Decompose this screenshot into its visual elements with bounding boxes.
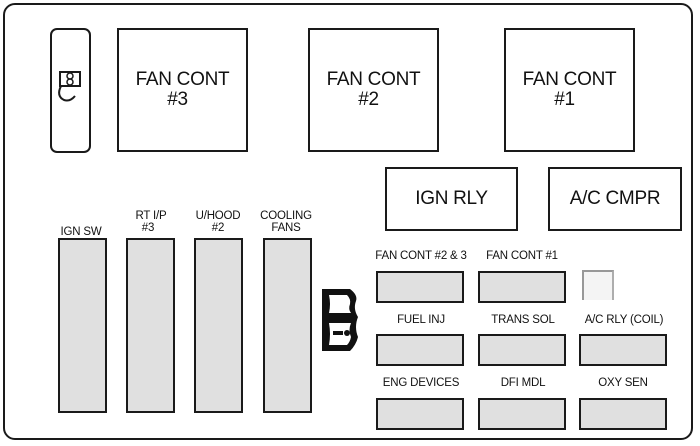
fuse-label-ign-sw: IGN SW (52, 226, 110, 238)
fuse-label-rt-ip-3: RT I/P #3 (122, 210, 180, 234)
relay-fan-cont-2: FAN CONT #2 (308, 28, 439, 152)
mini-label-ac-rly-coil: A/C RLY (COIL) (584, 314, 664, 326)
mini-fuse-ac-rly-coil (579, 334, 667, 366)
fuse-puller (50, 28, 91, 153)
fuse-label-line: #2 (211, 222, 225, 234)
mini-fuse-oxy-sen (579, 398, 667, 430)
fuse-label-line: U/HOOD (195, 210, 241, 222)
fuse-symbol-icon (322, 289, 358, 351)
relay-label-line2: #3 (167, 89, 188, 110)
mini-label-eng-devices: ENG DEVICES (382, 377, 460, 389)
mini-fuse-empty-slot (582, 270, 614, 300)
relay-label-line2: #1 (554, 89, 575, 110)
fuse-label-cooling-fans: COOLING FANS (255, 210, 317, 234)
relay-label: IGN RLY (415, 188, 488, 209)
mini-fuse-fan-cont-1 (478, 271, 566, 303)
mini-fuse-eng-devices (376, 398, 464, 430)
relay-label: A/C CMPR (569, 188, 661, 209)
fuse-label-u-hood-2: U/HOOD #2 (188, 210, 248, 234)
relay-fan-cont-1: FAN CONT #1 (504, 28, 635, 152)
relay-label-line1: FAN CONT (326, 69, 421, 90)
maxi-fuse-cooling-fans (263, 238, 312, 413)
fuse-label-line: IGN SW (60, 226, 102, 238)
mini-fuse-fan-cont-2-3 (376, 271, 464, 303)
mini-label-oxy-sen: OXY SEN (598, 377, 648, 389)
relay-label-line2: #2 (358, 89, 379, 110)
maxi-fuse-ign-sw (58, 238, 107, 413)
fuse-label-line: RT I/P (135, 210, 167, 222)
relay-label-line1: FAN CONT (522, 69, 617, 90)
mini-label-trans-sol: TRANS SOL (491, 314, 555, 326)
maxi-fuse-u-hood-2 (194, 238, 243, 413)
relay-ac-cmpr: A/C CMPR (548, 167, 682, 231)
mini-label-dfi-mdl: DFI MDL (500, 377, 546, 389)
relay-ign-rly: IGN RLY (385, 167, 518, 231)
fuse-label-line: COOLING (260, 210, 312, 222)
mini-label-fuel-inj: FUEL INJ (397, 314, 445, 326)
mini-label-fan-cont-2-3: FAN CONT #2 & 3 (375, 250, 467, 262)
fuse-label-line: FANS (271, 222, 301, 234)
mini-fuse-fuel-inj (376, 334, 464, 366)
relay-label-line1: FAN CONT (135, 69, 230, 90)
fuse-label-line: #3 (141, 222, 155, 234)
mini-label-fan-cont-1: FAN CONT #1 (486, 250, 558, 262)
mini-fuse-dfi-mdl (478, 398, 566, 430)
fuse-puller-icon (58, 71, 81, 102)
maxi-fuse-rt-ip-3 (126, 238, 175, 413)
mini-fuse-trans-sol (478, 334, 566, 366)
relay-fan-cont-3: FAN CONT #3 (117, 28, 248, 152)
